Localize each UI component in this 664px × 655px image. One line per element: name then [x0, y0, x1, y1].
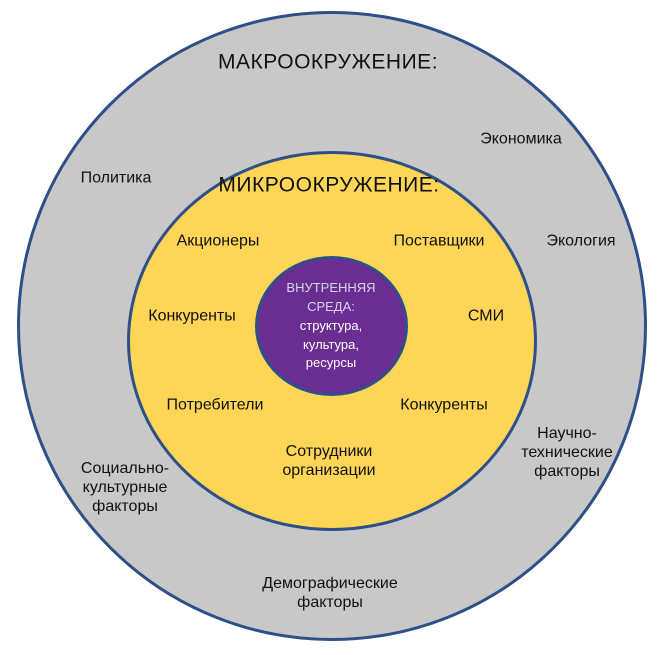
micro-factor-consumers: Потребители: [166, 396, 264, 414]
macro-factor-demographic: Демографические факторы: [262, 574, 398, 611]
internal-environment-text: ВНУТРЕННЯЯ СРЕДА: структура, культура, р…: [286, 279, 376, 371]
macro-factor-scientific-technical: Научно- технические факторы: [521, 425, 613, 481]
macro-factor-ecology: Экология: [546, 232, 616, 250]
micro-factor-staff: Сотрудники организации: [282, 442, 376, 479]
micro-title: МИКРООКРУЖЕНИЕ:: [218, 173, 440, 197]
macro-factor-socio-cultural: Социально- культурные факторы: [80, 460, 170, 516]
micro-factor-competitors-left: Конкуренты: [148, 307, 236, 325]
micro-factor-competitors-right: Конкуренты: [400, 396, 488, 414]
macro-factor-politics: Политика: [80, 169, 152, 187]
micro-factor-media: СМИ: [467, 307, 505, 325]
macro-factor-economy: Экономика: [480, 130, 562, 148]
micro-factor-suppliers: Поставщики: [393, 232, 485, 250]
macro-title: МАКРООКРУЖЕНИЕ:: [217, 50, 439, 74]
internal-environment-circle: [255, 256, 408, 396]
micro-factor-shareholders: Акционеры: [176, 232, 260, 250]
